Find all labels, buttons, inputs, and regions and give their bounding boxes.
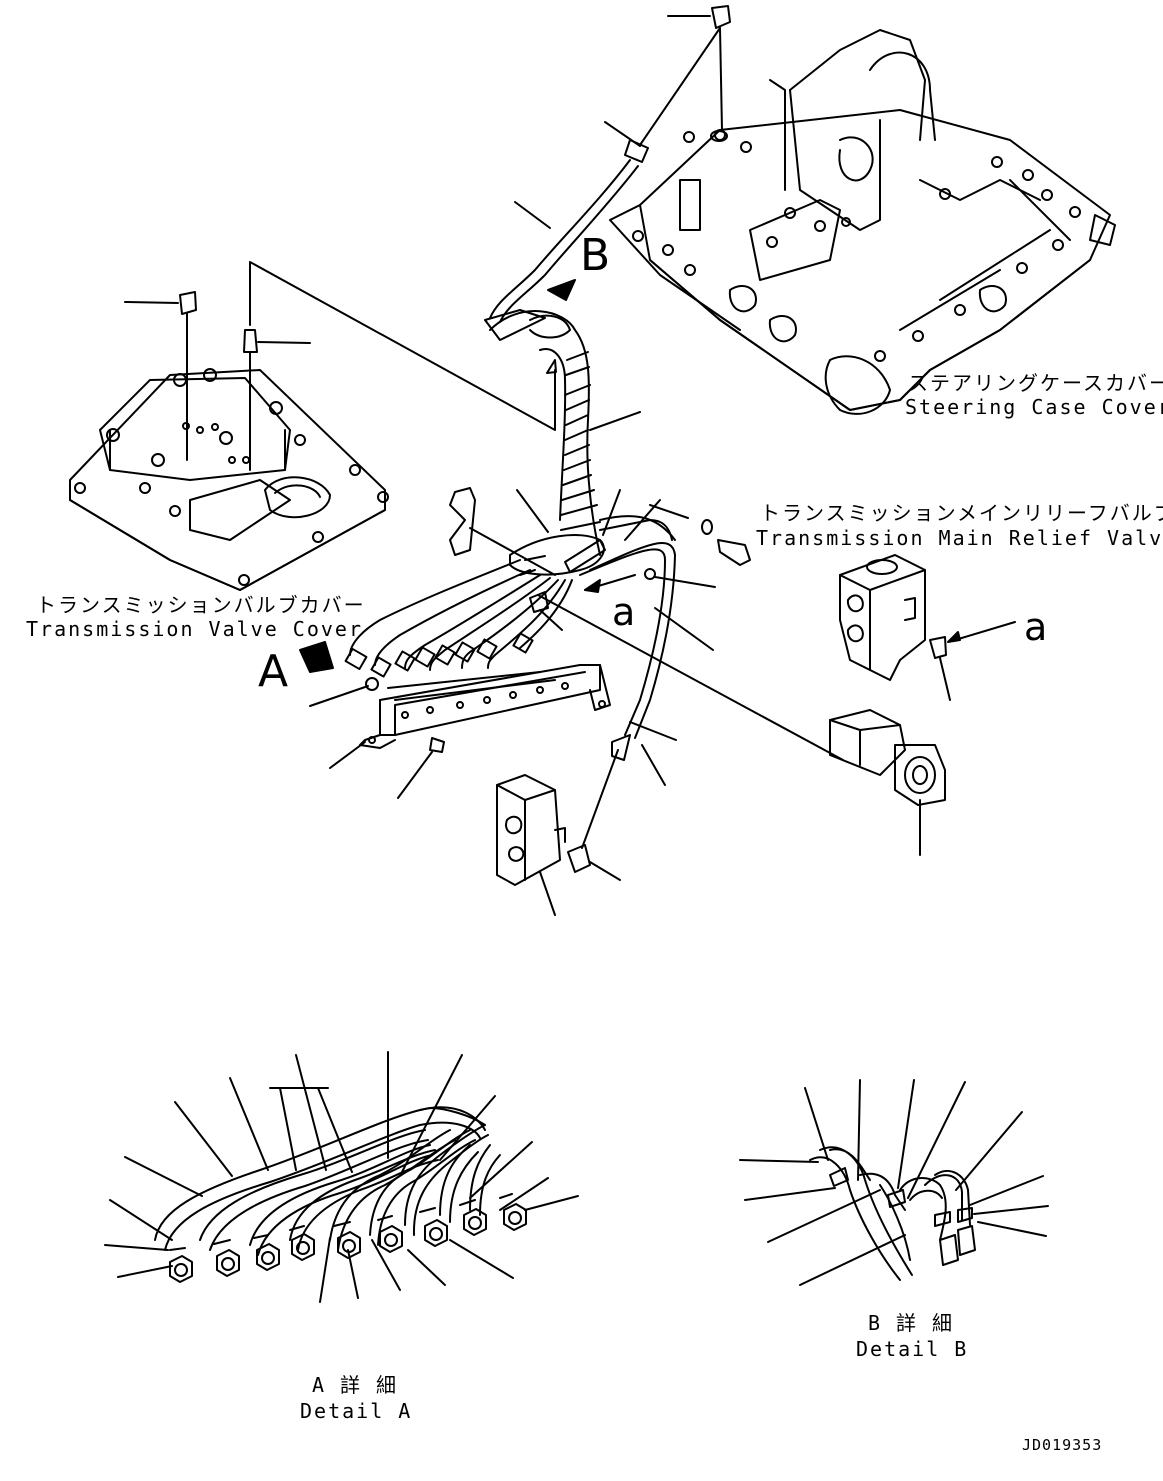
arrow-a-small-head [584,579,601,593]
detail-a-caption-en: Detail A [300,1399,413,1423]
main-relief-valve-label-en: Transmission Main Relief Valve [756,526,1163,550]
arrow-a [299,641,334,673]
relief-valve-block [829,709,946,856]
main-relief-valve-label-ja: トランスミッションメインリリーフバルブ [760,501,1163,525]
clamp-bracket [309,664,611,799]
steering-case-cover [609,29,1116,415]
arrow-a-right-head [947,631,961,643]
arrow-b [547,279,576,301]
marker-b: B [580,230,611,281]
transmission-valve-cover [69,368,389,591]
steering-case-cover-label-en: Steering Case Cover [905,395,1163,419]
marker-a-lower-1: a [612,590,636,634]
lower-block [496,734,631,916]
harness-leaders [516,489,714,786]
transmission-valve-cover-label-ja: トランスミッションバルブカバー [36,593,366,617]
transmission-valve-cover-label-en: Transmission Valve Cover [26,617,363,641]
detail-a-caption-ja: A 詳 細 [311,1373,399,1397]
small-bracket [449,487,556,576]
hose-ends-a [344,632,534,678]
marker-a-lower-2: a [1024,605,1048,649]
steering-case-cover-label-ja: ステアリングケースカバー [908,371,1163,395]
detail-a-drawing [104,1051,579,1303]
upper-tube [489,5,731,323]
marker-a: A [258,646,289,697]
drawing-id: JD019353 [1022,1436,1103,1454]
detail-b-drawing [739,1079,1049,1286]
hose-bundle [349,309,676,739]
main-relief-valve [839,554,1016,701]
detail-b-caption-en: Detail B [856,1337,969,1361]
detail-b-caption-ja: B 詳 細 [867,1311,955,1335]
valve-cover-fittings [124,261,556,471]
relief-bolt [529,504,844,761]
